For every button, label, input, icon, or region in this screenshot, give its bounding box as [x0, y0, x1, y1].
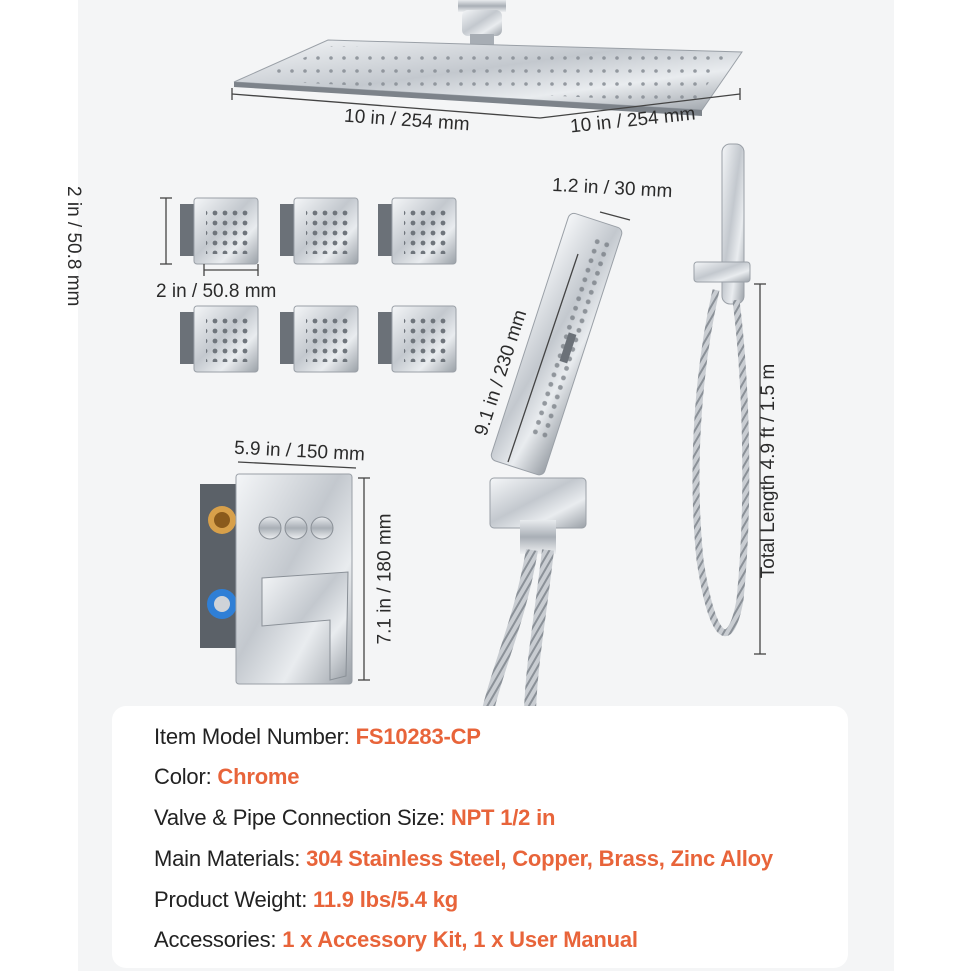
valve-dimension-lines: [237, 461, 370, 681]
handheld-shower: [482, 212, 623, 712]
handheld-hose-set: [692, 143, 751, 637]
spec-color: Color: Chrome: [154, 764, 300, 790]
jet-dimension-lines: [160, 197, 259, 276]
spec-accessories: Accessories: 1 x Accessory Kit, 1 x User…: [154, 927, 638, 953]
specifications-card: Item Model Number: FS10283-CP Color: Chr…: [112, 706, 848, 968]
spec-model-number: Item Model Number: FS10283-CP: [154, 724, 481, 750]
spec-materials: Main Materials: 304 Stainless Steel, Cop…: [154, 846, 773, 872]
body-jets: [180, 197, 457, 373]
mixing-valve: [200, 473, 353, 685]
spec-label: Product Weight:: [154, 887, 314, 912]
spec-value: Chrome: [217, 764, 300, 789]
spec-label: Color:: [154, 764, 218, 789]
spec-value: 304 Stainless Steel, Copper, Brass, Zinc…: [306, 846, 773, 871]
valve-height-label: 7.1 in / 180 mm: [374, 513, 396, 645]
spec-weight: Product Weight: 11.9 lbs/5.4 kg: [154, 887, 458, 913]
jet-height-label: 2 in / 50.8 mm: [63, 186, 84, 307]
rain-shower-head: [233, 0, 743, 116]
head-dimension-lines: [231, 88, 741, 119]
spec-value: 11.9 lbs/5.4 kg: [313, 887, 459, 912]
handheld-dimension-lines: [507, 211, 631, 463]
spec-label: Accessories:: [154, 927, 283, 952]
hose-length-label: Total Length 4.9 ft / 1.5 m: [758, 363, 780, 579]
spec-label: Item Model Number:: [154, 724, 356, 749]
spec-connection-size: Valve & Pipe Connection Size: NPT 1/2 in: [154, 805, 555, 831]
hose-dimension-lines: [754, 283, 766, 655]
jet-width-label: 2 in / 50.8 mm: [156, 281, 277, 302]
spec-label: Main Materials:: [154, 846, 307, 871]
spec-value: FS10283-CP: [355, 724, 481, 749]
spec-label: Valve & Pipe Connection Size:: [154, 805, 451, 830]
spec-value: 1 x Accessory Kit, 1 x User Manual: [282, 927, 638, 952]
spec-value: NPT 1/2 in: [450, 805, 556, 830]
